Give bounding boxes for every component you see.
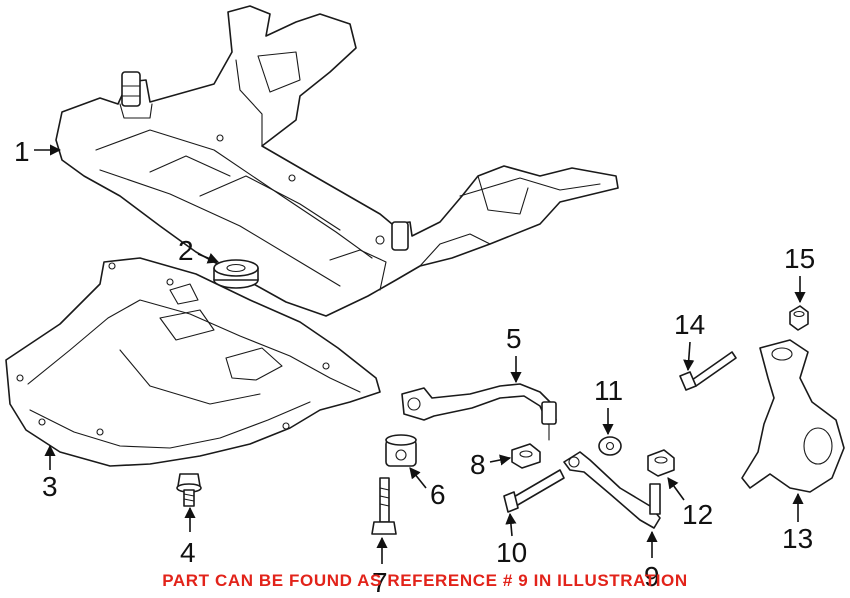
callout-arrows [34,144,806,564]
callout-11: 11 [594,375,623,406]
nut-12-part[interactable] [647,449,675,477]
bolt-10-part[interactable] [503,469,565,513]
callout-15: 15 [784,243,815,274]
underbody-shield-part[interactable] [5,257,381,467]
callout-14: 14 [674,309,705,340]
bushing-6-part[interactable] [385,434,417,467]
callout-5: 5 [506,323,522,354]
callout-13: 13 [782,523,813,554]
callout-7: 7 [372,567,388,598]
callout-12: 12 [682,499,713,530]
arrow-14 [683,341,695,372]
nut-8-part[interactable] [511,443,541,469]
arrow-12 [667,477,685,501]
nut-15-part[interactable] [789,305,809,331]
callout-8: 8 [470,449,486,480]
bolt-14-part[interactable] [679,351,737,391]
nut-11-part[interactable] [598,436,622,456]
knuckle-part[interactable] [741,339,845,493]
subframe-part[interactable] [55,5,619,317]
callout-labels: 1 2 3 4 5 6 7 8 9 10 11 12 13 14 15 [14,136,815,598]
callout-1: 1 [14,136,30,167]
reference-note: PART CAN BE FOUND AS REFERENCE # 9 IN IL… [162,571,688,590]
arrow-8 [489,454,512,466]
control-arm-9-part[interactable] [563,451,661,529]
arrow-2 [197,253,220,264]
callout-10: 10 [496,537,527,568]
mount-bushing-part[interactable] [213,259,259,289]
arrow-10 [505,512,517,537]
callout-9: 9 [644,561,660,592]
control-arm-5-part[interactable] [401,383,557,441]
callout-2: 2 [178,235,194,266]
callout-3: 3 [42,471,58,502]
callout-4: 4 [180,537,196,568]
bolt-7-part[interactable] [371,477,397,535]
callout-6: 6 [430,479,446,510]
bolt-4-part[interactable] [176,473,202,507]
arrow-6 [409,467,427,489]
